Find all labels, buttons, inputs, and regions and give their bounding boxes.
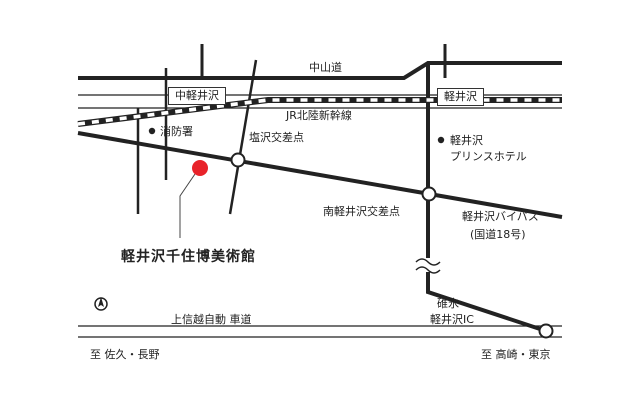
label-bypass-route: (国道18号) (470, 228, 526, 241)
road-bypass (77, 131, 563, 219)
shiozawa-intersection-marker (230, 152, 246, 168)
label-nakasendo: 中山道 (309, 61, 342, 74)
road-shiozawa (228, 59, 258, 215)
label-shiozawa-intersection: 塩沢交差点 (249, 131, 304, 144)
museum-leader-line (179, 173, 196, 238)
label-prince-hotel-line1: 軽井沢 (450, 134, 483, 147)
fire-station-dot (148, 127, 156, 135)
prince-hotel-dot (437, 136, 445, 144)
road-to-ic (426, 63, 547, 333)
road-break-mark (415, 258, 441, 274)
label-direction-west: 至 佐久・長野 (90, 348, 160, 361)
ic-marker (538, 323, 554, 339)
label-minami-karuizawa-intersection: 南軽井沢交差点 (323, 205, 400, 218)
label-prince-hotel-line2: プリンスホテル (450, 150, 527, 163)
label-railway-line: JR北陸新幹線 (286, 109, 352, 122)
museum-marker-icon[interactable] (192, 160, 208, 176)
label-bypass: 軽井沢バイパス (462, 210, 539, 223)
label-museum[interactable]: 軽井沢千住博美術館 (121, 249, 256, 265)
minami-karuizawa-intersection-marker (421, 186, 437, 202)
label-fire-station: 消防署 (160, 125, 193, 138)
north-arrow-icon (94, 297, 108, 311)
label-direction-east: 至 高崎・東京 (481, 348, 551, 361)
road-nakasendo (78, 61, 562, 80)
station-karuizawa: 軽井沢 (437, 88, 484, 106)
label-ic-line1: 碓氷 (437, 297, 459, 310)
label-ic-line2: 軽井沢IC (430, 313, 474, 326)
station-naka-karuizawa: 中軽井沢 (168, 87, 226, 105)
label-expressway: 上信越自動 車道 (171, 313, 252, 326)
